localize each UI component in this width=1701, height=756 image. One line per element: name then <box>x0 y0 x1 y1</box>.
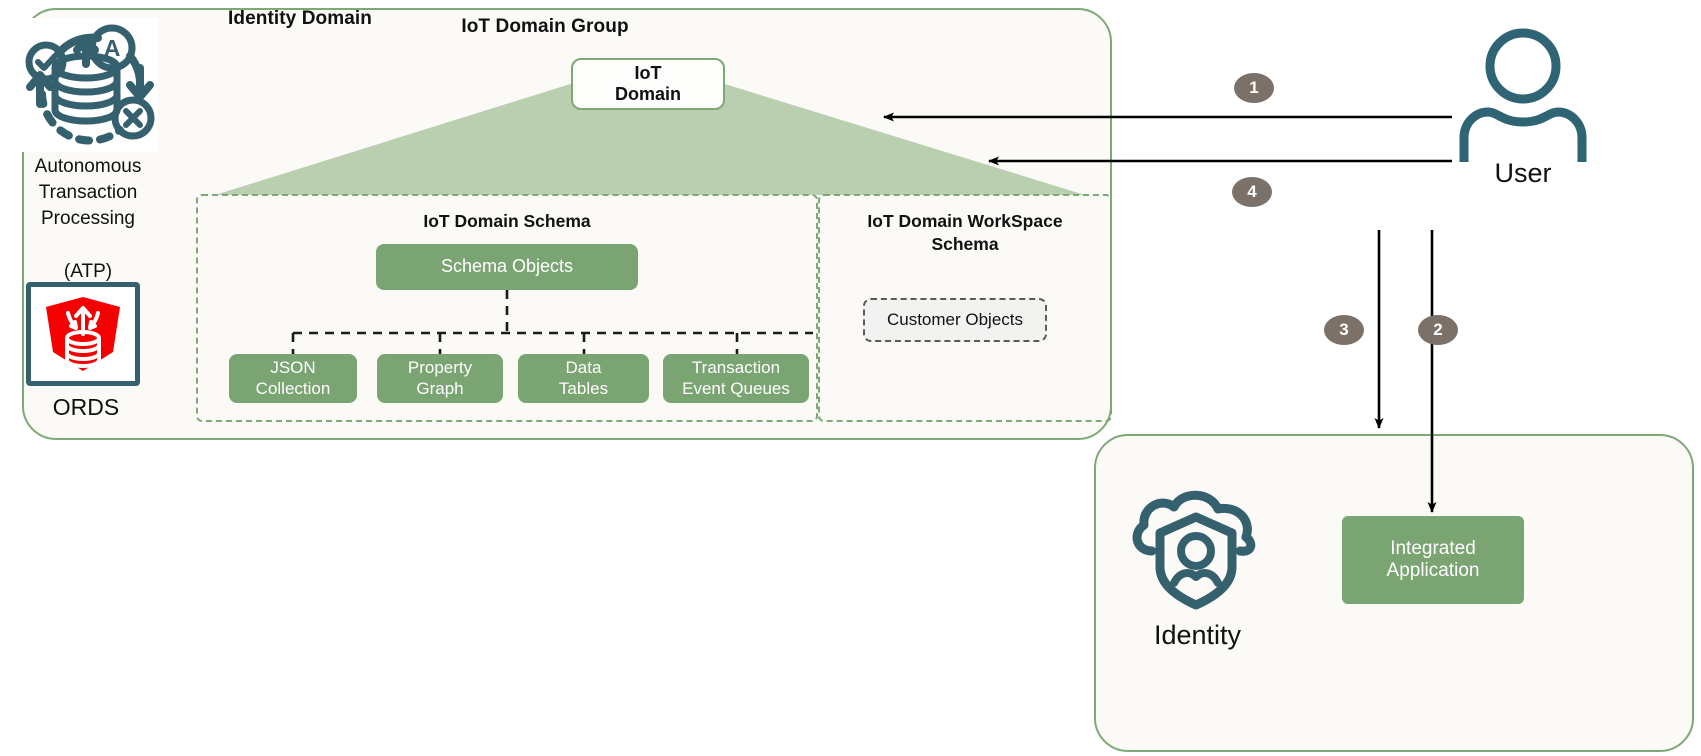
json-collection-node[interactable]: JSON Collection <box>229 354 357 403</box>
atp-caption: Autonomous Transaction Processing (ATP) <box>34 156 142 282</box>
iot-domain-schema-panel <box>196 194 818 422</box>
step-badge-2: 2 <box>1418 315 1458 345</box>
iot-domain-workspace-schema-panel <box>818 194 1112 422</box>
user-icon <box>1459 28 1587 162</box>
svg-text:A: A <box>104 35 121 61</box>
integrated-application-node[interactable]: Integrated Application <box>1342 516 1524 604</box>
iot-domain-chip[interactable]: IoT Domain <box>571 58 725 110</box>
step-badge-4: 4 <box>1232 177 1272 207</box>
identity-cloud-shield-icon <box>1132 490 1256 610</box>
ords-caption: ORDS <box>52 394 120 420</box>
identity-domain-title: Identity Domain <box>227 8 372 29</box>
step-badge-3: 3 <box>1324 315 1364 345</box>
iot-domain-group-title: IoT Domain Group <box>461 16 629 37</box>
atp-icon: A <box>18 18 158 152</box>
step-badge-1: 1 <box>1234 73 1274 103</box>
user-label: User <box>1494 158 1552 188</box>
data-tables-node[interactable]: Data Tables <box>518 354 649 403</box>
schema-objects-node[interactable]: Schema Objects <box>376 244 638 290</box>
ords-icon <box>26 282 140 386</box>
property-graph-node[interactable]: Property Graph <box>377 354 503 403</box>
transaction-event-queues-node[interactable]: Transaction Event Queues <box>663 354 809 403</box>
iot-domain-schema-title: IoT Domain Schema <box>423 211 591 231</box>
identity-label: Identity <box>1153 620 1242 650</box>
customer-objects-node[interactable]: Customer Objects <box>863 298 1047 342</box>
iot-domain-workspace-schema-title: IoT Domain WorkSpace Schema <box>867 211 1063 254</box>
